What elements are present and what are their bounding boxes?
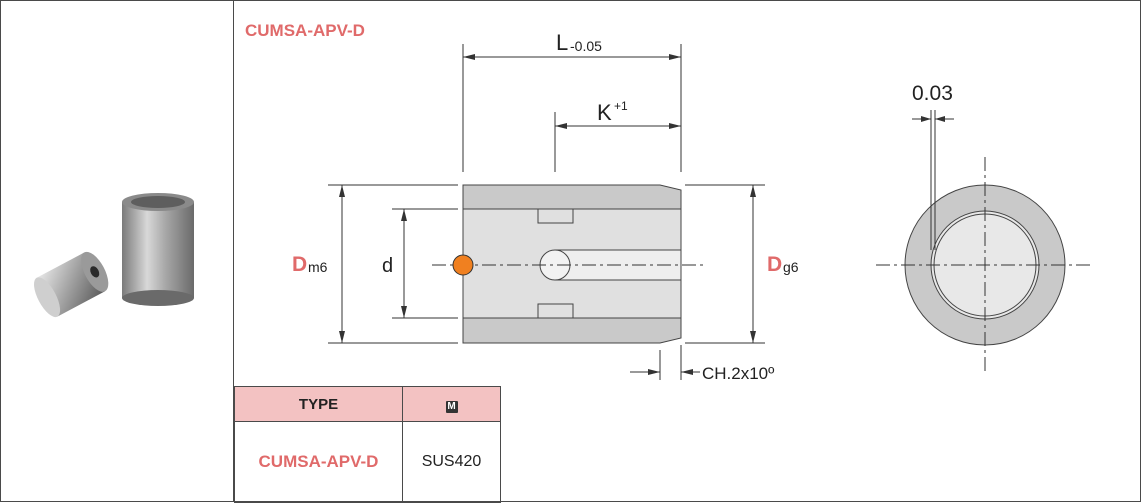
k-label: K bbox=[597, 100, 612, 125]
part-title: CUMSA-APV-D bbox=[245, 21, 365, 40]
product-photo bbox=[34, 193, 194, 318]
type-header: TYPE bbox=[234, 386, 403, 422]
d-outer-left-tolerance: m6 bbox=[308, 259, 328, 275]
chamfer-label: CH.2x10º bbox=[702, 364, 774, 383]
l-tolerance: -0.05 bbox=[570, 38, 602, 54]
l-label: L bbox=[556, 30, 568, 55]
d-inner-label: d bbox=[382, 255, 393, 277]
vertical-divider bbox=[233, 0, 234, 502]
type-cell: CUMSA-APV-D bbox=[234, 421, 403, 503]
k-tolerance: +1 bbox=[614, 99, 628, 113]
d-outer-right-tolerance: g6 bbox=[783, 259, 799, 275]
material-header: M bbox=[402, 386, 501, 422]
spec-table: TYPE M CUMSA-APV-D SUS420 bbox=[234, 386, 501, 503]
groove-bottom bbox=[537, 303, 574, 319]
d-outer-right-label: D bbox=[767, 253, 782, 276]
large-cylinder-body bbox=[122, 202, 194, 298]
reference-dot bbox=[452, 254, 474, 276]
material-icon: M bbox=[445, 400, 458, 413]
groove-top bbox=[537, 208, 574, 224]
d-outer-left-label: D bbox=[292, 253, 307, 276]
gap-label: 0.03 bbox=[912, 82, 953, 105]
technical-drawing: CUMSA-APV-D L -0.05 K +1 D m6 d D g6 bbox=[245, 21, 1090, 383]
material-cell: SUS420 bbox=[402, 421, 501, 503]
